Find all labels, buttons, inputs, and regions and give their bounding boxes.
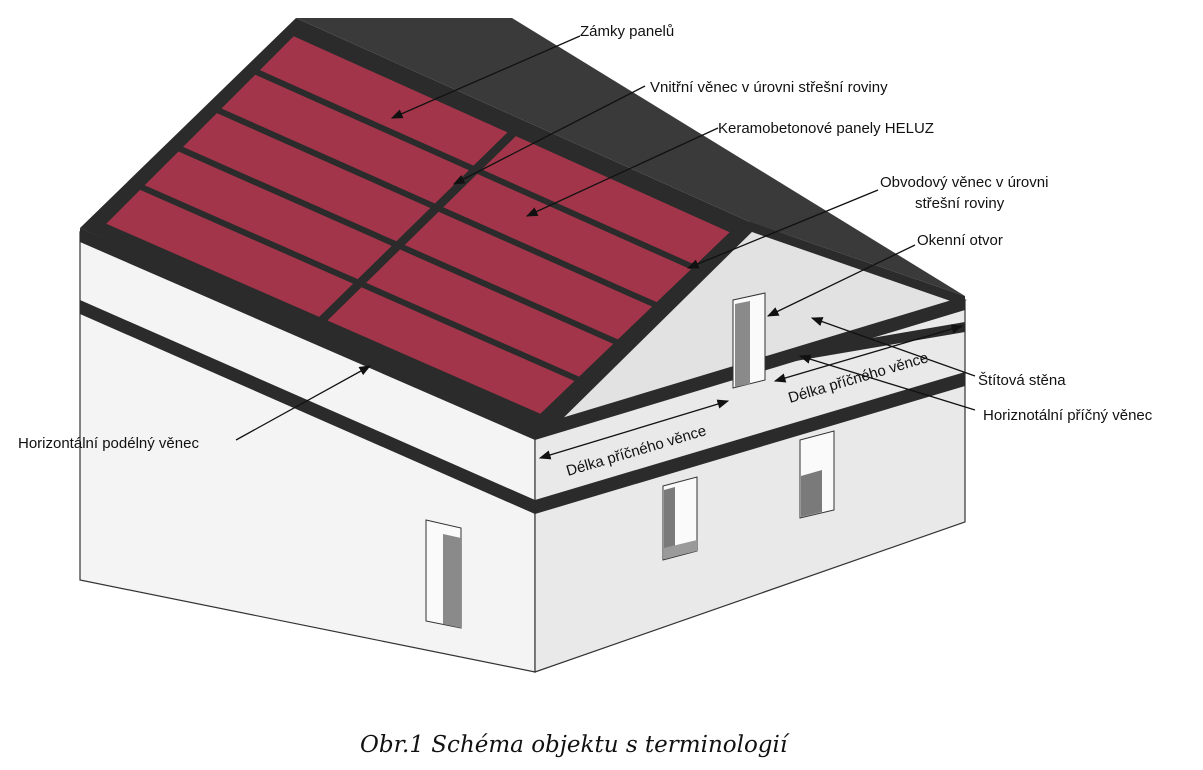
leader-panels — [525, 127, 719, 217]
roof-panels — [106, 36, 730, 414]
label-perimeter-beam-2: střešní roviny — [915, 195, 1005, 212]
leader-inner-beam — [452, 85, 646, 185]
leader-panel-locks — [390, 35, 581, 119]
label-transverse-beam: Horiznotální příčný věnec — [983, 407, 1153, 424]
roof-panel — [144, 151, 392, 280]
label-window-opening: Okenní otvor — [917, 232, 1003, 249]
window-opening-2 — [799, 430, 835, 519]
dimension-arrow-front — [538, 399, 730, 460]
roof-panel — [106, 189, 354, 317]
roof-panel — [404, 211, 653, 340]
roof-panel — [327, 287, 575, 414]
door-opening — [425, 519, 462, 629]
leader-perimeter-beam — [686, 189, 879, 269]
gable-rake-beam — [535, 222, 758, 436]
label-panel-locks: Zámky panelů — [580, 23, 674, 40]
leader-gable-wall — [810, 317, 976, 377]
roof-panel — [366, 249, 614, 377]
gable-rake-beam-right — [750, 222, 965, 306]
gable-window-opening — [732, 292, 766, 389]
horizontal-longitudinal-beam — [80, 300, 535, 514]
label-gable-wall: Štítová stěna — [978, 372, 1066, 389]
roof-panel — [481, 136, 730, 265]
leader-longitudinal-beam — [235, 365, 372, 441]
label-inner-beam: Vnitřní věnec v úrovni střešní roviny — [650, 79, 888, 96]
roof-panel — [183, 113, 431, 242]
leader-window — [766, 244, 916, 317]
horizontal-transverse-beam — [535, 372, 965, 514]
roof-panel — [443, 173, 691, 303]
label-panels: Keramobetonové panely HELUZ — [718, 120, 934, 137]
roof-panel — [259, 36, 508, 166]
label-perimeter-beam-1: Obvodový věnec v úrovni — [880, 174, 1048, 191]
leader-transverse-beam — [798, 354, 976, 411]
eave-beam-long — [80, 228, 535, 440]
label-longitudinal-beam: Horizontální podélný věnec — [18, 435, 199, 452]
leader-lines — [235, 35, 976, 441]
roof-perimeter-beam — [80, 18, 750, 432]
dimension-arrow-gable — [773, 324, 964, 383]
figure-caption: Obr.1 Schéma objektu s terminologií — [360, 732, 790, 758]
window-opening-1 — [662, 476, 698, 561]
roof-panel — [221, 74, 469, 204]
